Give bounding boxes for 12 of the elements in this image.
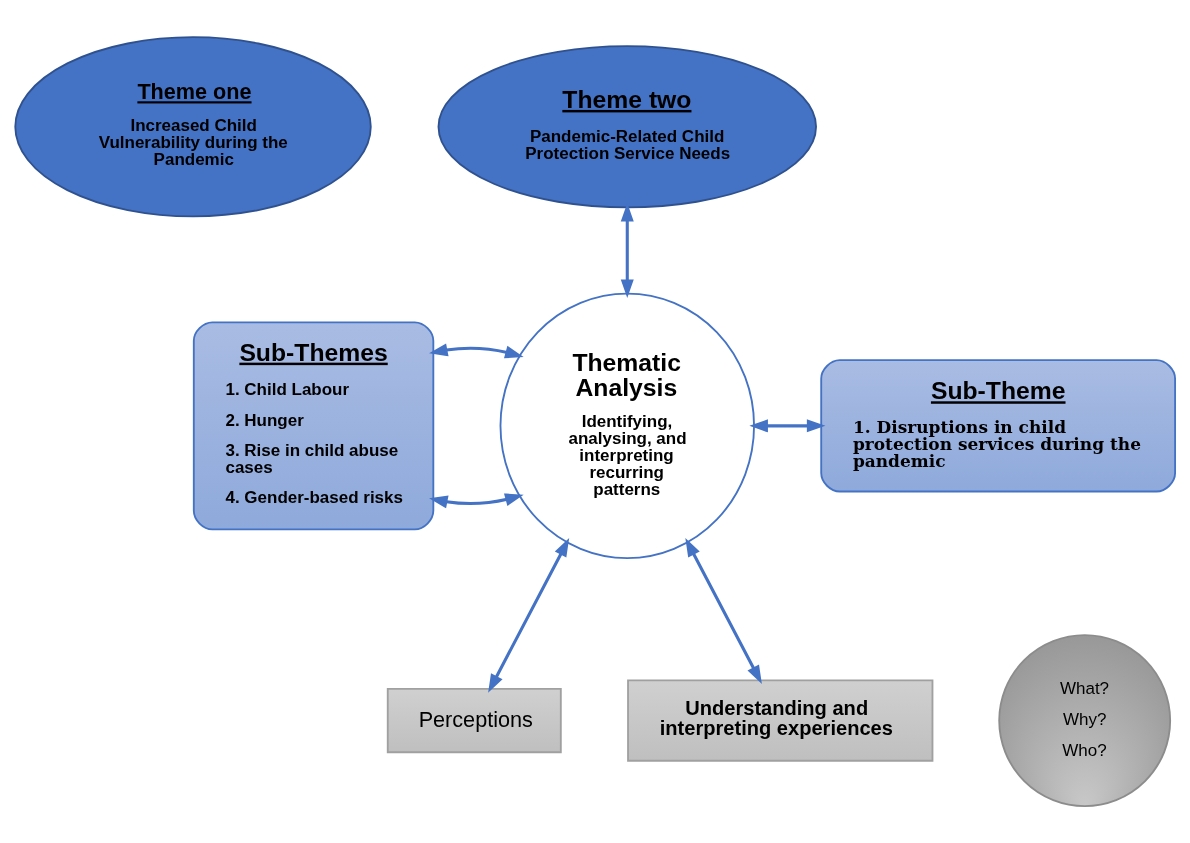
node-ellipse: Theme one Increased Child Vulnerability during the Pandemic: [14, 36, 372, 218]
arrow: [685, 538, 762, 685]
arrow: [749, 419, 826, 433]
arrow: [429, 343, 524, 359]
node-circle: What? Why? Who?: [998, 634, 1172, 807]
node-box: Sub-Themes 1. Child Labour 2. Hunger 3. Rise in child abuse cases 4. Gender-based risks: [192, 321, 435, 531]
node-ellipse: Theme two Pandemic-Related Child Protection Service Needs: [437, 45, 817, 209]
node-box: Understanding and interpreting experiences: [627, 679, 934, 762]
arrow: [429, 493, 524, 509]
node-box: Perceptions: [386, 688, 562, 754]
arrow: [488, 538, 570, 693]
node-box: Sub-Theme 1. Disruptions in child protection services during the pandemic: [820, 359, 1176, 493]
